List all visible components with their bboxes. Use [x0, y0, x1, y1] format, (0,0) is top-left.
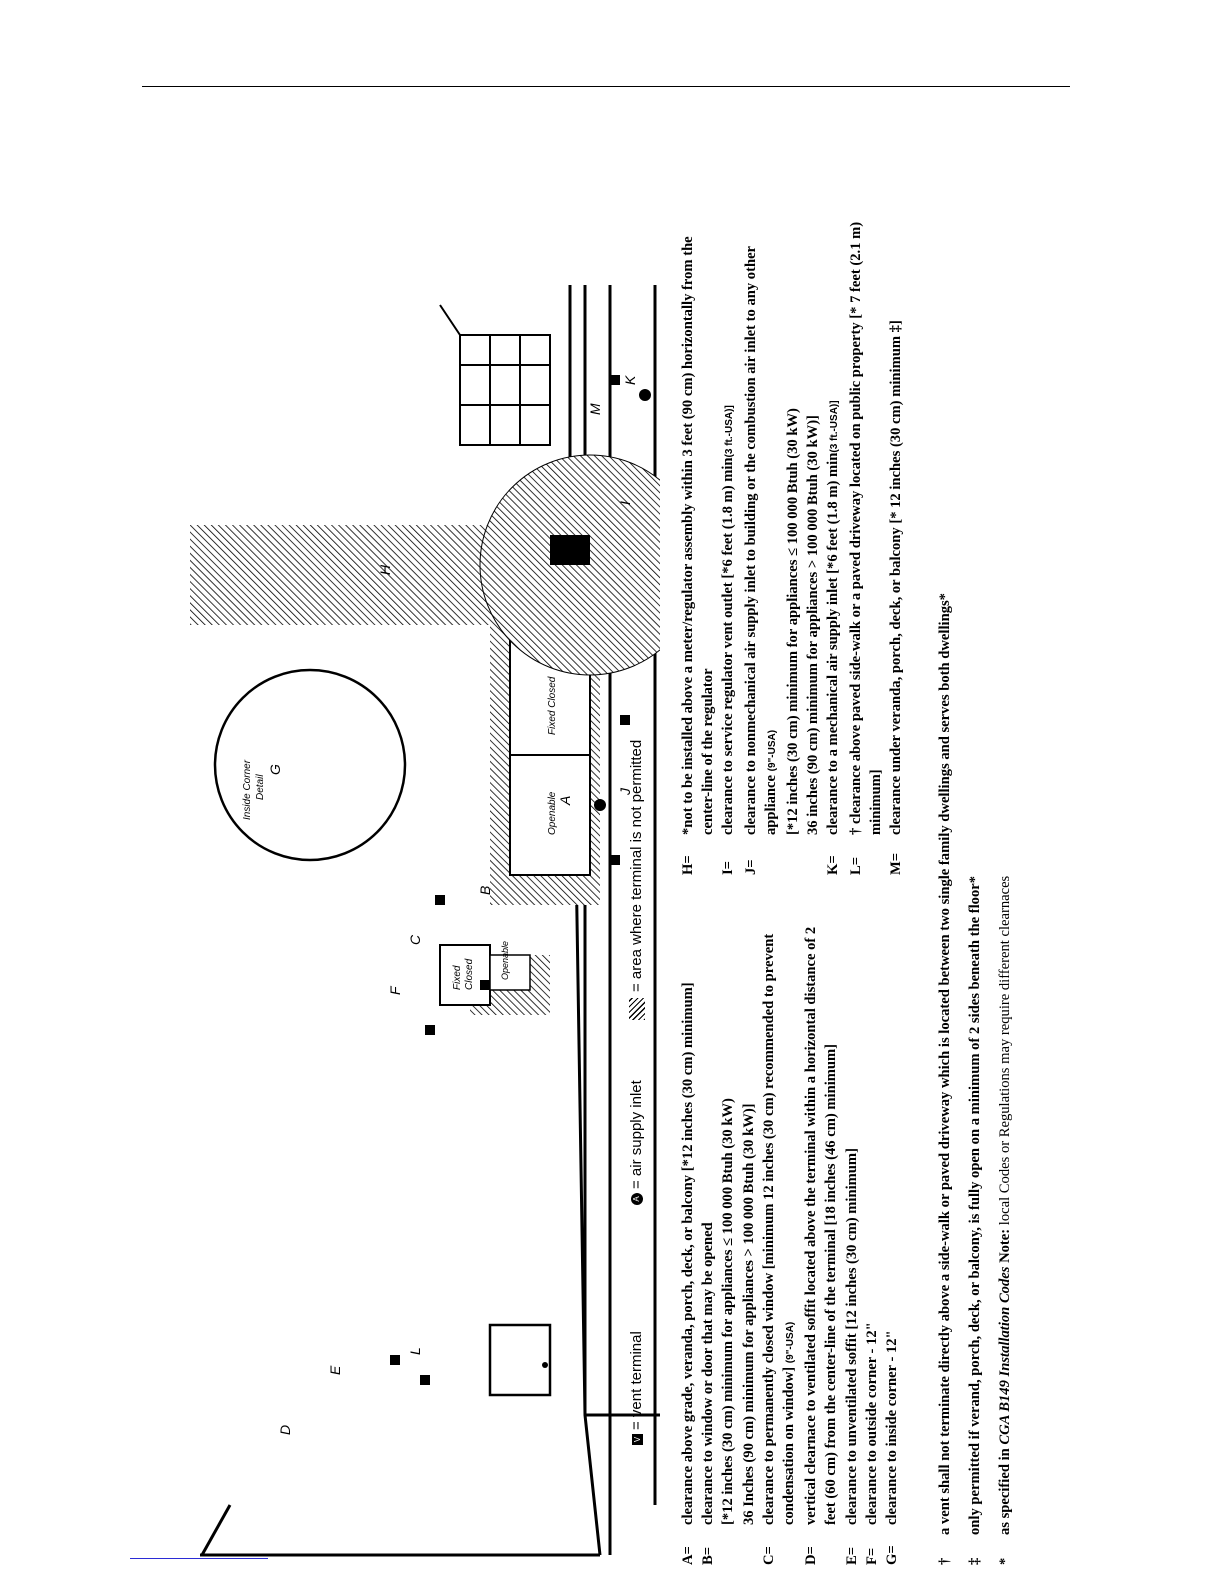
definitions-left: A=clearance above grade, veranda, porch,… — [678, 905, 902, 1565]
dimension-letters: A B C D E F G H I J K L M — [267, 375, 638, 1435]
svg-text:Openable: Openable — [547, 791, 558, 835]
def-row: E=clearance to unventilated soffit [12 i… — [843, 1148, 860, 1565]
air-inlet-icon: A — [631, 1193, 644, 1205]
svg-text:Closed: Closed — [464, 958, 475, 990]
def-row: [*12 inches (30 cm) minimum for applianc… — [785, 408, 802, 835]
svg-text:M: M — [587, 403, 603, 415]
legend-air-supply-inlet: A= air supply inlet — [628, 1080, 645, 1205]
svg-text:A: A — [557, 796, 573, 806]
def-row: L=† clearance above paved side-walk or a… — [847, 221, 884, 875]
svg-text:Detail: Detail — [255, 774, 266, 800]
svg-text:E: E — [327, 1365, 343, 1375]
svg-text:K: K — [622, 375, 638, 385]
note-double-dagger: ‡only permitted if verand, porch, deck, … — [967, 875, 983, 1565]
def-row: K=clearance to a mechanical air supply i… — [825, 400, 842, 875]
def-row: 36 Inches (90 cm) minimum for appliances… — [740, 1103, 757, 1525]
air-supply-inlets — [594, 389, 651, 811]
mechanical-air-inlet-box — [439, 304, 551, 446]
svg-text:H: H — [377, 564, 393, 575]
definitions-right: H=*not to be installed above a meter/reg… — [678, 195, 906, 875]
vent-terminals — [390, 375, 630, 1385]
def-row: J=clearance to nonmechanical air supply … — [742, 246, 779, 875]
def-row: G=clearance to inside corner - 12" — [884, 1330, 901, 1565]
def-row: H=*not to be installed above a meter/reg… — [680, 236, 717, 875]
inside-corner-detail — [213, 668, 407, 862]
svg-text:G: G — [267, 764, 283, 775]
vent-clearance-diagram: Fixed Closed Openable Openable Fixed Clo… — [190, 285, 660, 1557]
footnotes: †a vent shall not terminate directly abo… — [935, 195, 1025, 1565]
svg-text:C: C — [407, 934, 423, 945]
svg-text:I: I — [617, 501, 633, 505]
svg-text:Openable: Openable — [500, 941, 510, 980]
def-row: D=vertical clearnace to ventilated soffi… — [803, 926, 840, 1565]
def-row: M=clearance under veranda, porch, deck, … — [888, 320, 905, 875]
svg-text:Fixed: Fixed — [452, 965, 463, 990]
def-row: 36 inches (90 cm) minimum for appliances… — [805, 415, 822, 835]
note-asterisk: *as specified in CGA B149 Installation C… — [997, 875, 1013, 1565]
hatch-pattern-icon — [629, 998, 646, 1020]
svg-text:Fixed Closed: Fixed Closed — [547, 676, 558, 735]
footnote-rule — [130, 1558, 268, 1559]
def-row: [*12 inches (30 cm) minimum for applianc… — [720, 1098, 737, 1525]
door — [488, 1323, 552, 1397]
svg-text:J: J — [617, 787, 633, 796]
note-dagger: †a vent shall not terminate directly abo… — [937, 593, 953, 1565]
top-rule — [142, 86, 1070, 87]
legend-not-permitted: = area where terminal is not permitted — [628, 740, 646, 1020]
svg-text:Inside Corner: Inside Corner — [242, 759, 253, 820]
def-row: F=clearance to outside corner - 12" — [863, 1322, 880, 1565]
svg-text:F: F — [387, 985, 403, 995]
vent-terminal-icon: V — [631, 1434, 643, 1445]
def-row: B=clearance to window or door that may b… — [700, 1222, 717, 1565]
def-row: A=clearance above grade, veranda, porch,… — [680, 982, 696, 1565]
legend-vent-terminal: V= vent terminal — [628, 1331, 645, 1445]
svg-text:L: L — [407, 1347, 423, 1355]
legend: V= vent terminal A= air supply inlet = a… — [620, 195, 660, 1565]
svg-text:B: B — [477, 886, 493, 895]
svg-text:D: D — [277, 1425, 293, 1435]
def-row: I=clearance to service regulator vent ou… — [720, 405, 737, 875]
def-row: C=clearance to permanently closed window… — [760, 933, 798, 1565]
rotated-page-content: Fixed Closed Openable Openable Fixed Clo… — [190, 195, 1170, 1565]
